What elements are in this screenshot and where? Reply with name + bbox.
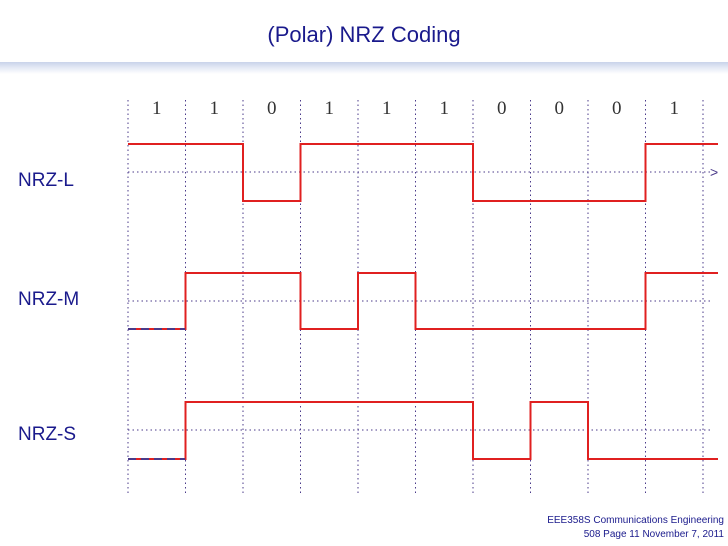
bit-value: 0 xyxy=(555,98,565,119)
bit-value: 1 xyxy=(152,98,162,119)
slide-title: (Polar) NRZ Coding xyxy=(267,22,461,47)
signal-label: NRZ-L xyxy=(18,170,74,191)
bit-value: 0 xyxy=(497,98,507,119)
signal-waveform xyxy=(128,143,718,202)
bit-value: 1 xyxy=(325,98,335,119)
footer-course: EEE358S Communications Engineering xyxy=(547,515,724,526)
bit-value: 1 xyxy=(440,98,450,119)
signal-label: NRZ-M xyxy=(18,289,79,310)
bit-value: 1 xyxy=(210,98,220,119)
signal-waveform xyxy=(128,272,718,330)
bit-value: 1 xyxy=(382,98,392,119)
bit-value: 0 xyxy=(612,98,622,119)
footer-page-date: 508 Page 11 November 7, 2011 xyxy=(583,529,724,540)
bit-value: 1 xyxy=(670,98,680,119)
title-underline-bar xyxy=(0,62,728,74)
signal-waveform xyxy=(128,401,718,460)
axis-arrow: > xyxy=(710,164,718,180)
bit-value: 0 xyxy=(267,98,277,119)
signal-label: NRZ-S xyxy=(18,424,76,445)
slide-footer: EEE358S Communications Engineering 508 P… xyxy=(547,514,724,542)
